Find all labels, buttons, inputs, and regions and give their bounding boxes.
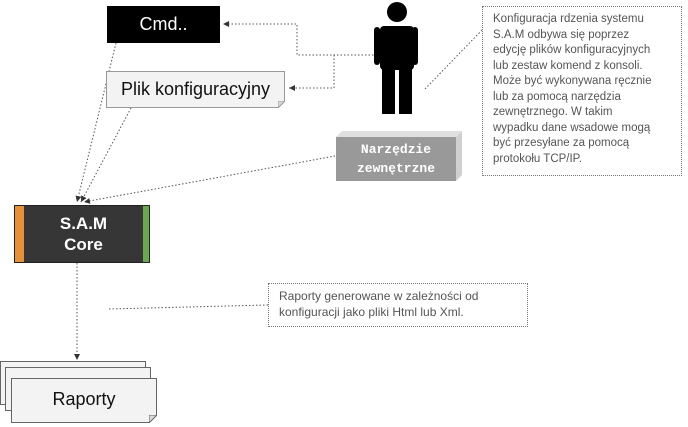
- config-file-label: Plik konfiguracyjny: [120, 79, 271, 99]
- external-tool-side-face: [456, 131, 462, 181]
- note-configuration-line: być przesyłane za pomocą: [493, 137, 630, 149]
- note-configuration-line: Konfiguracja rdzenia systemu: [493, 13, 644, 25]
- note-configuration-line: protokołu TCP/IP.: [493, 152, 583, 165]
- note-pointer-configuration: [423, 29, 483, 91]
- external-tool-label-line1: Narzędzie: [360, 142, 432, 157]
- note-configuration-line: lub zestaw komend z konsoli.: [493, 59, 643, 72]
- note-configuration-line: S.A.M odbywa się poprzez: [493, 28, 630, 41]
- core-label: S.A.M Core: [24, 206, 143, 262]
- note-reports-line: konfiguracji jako pliki Html lub Xml.: [279, 304, 464, 319]
- note-configuration-line: wypadku dane wsadowe mogą: [493, 121, 651, 134]
- core-label-line1: S.A.M: [59, 214, 108, 233]
- core-label-line2: Core: [64, 235, 103, 254]
- external-tool-label: Narzędzie zewnętrzne: [336, 137, 456, 181]
- user-person-icon: [374, 2, 418, 114]
- core-left-accent: [15, 206, 24, 262]
- sam-core-node: S.A.M Core: [14, 205, 150, 263]
- connector-person-to-cmd: [223, 21, 377, 56]
- cmd-node: Cmd..: [107, 6, 220, 43]
- note-pointer-reports: [107, 304, 269, 310]
- connector-cmd-to-core: [75, 42, 117, 203]
- report-sheet-front: Raporty: [11, 378, 157, 423]
- external-tool-node: Narzędzie zewnętrzne: [336, 131, 462, 181]
- note-configuration: Konfiguracja rdzenia systemu S.A.M odbyw…: [482, 6, 682, 176]
- cmd-label: Cmd..: [139, 13, 188, 34]
- reports-node: Raporty: [0, 361, 160, 423]
- external-tool-front-face: [336, 137, 456, 181]
- external-tool-label-line2: zewnętrzne: [356, 161, 435, 176]
- note-configuration-line: Może być wykonywana ręcznie: [493, 75, 652, 87]
- note-reports: Raporty generowane w zależności od konfi…: [268, 283, 528, 327]
- note-configuration-line: edycję plików konfiguracyjnych: [493, 44, 651, 56]
- external-tool-top-face: [336, 131, 462, 137]
- note-reports-line: Raporty generowane w zależności od: [279, 289, 479, 303]
- config-file-node: Plik konfiguracyjny: [106, 71, 285, 108]
- connector-person-to-config: [289, 55, 335, 91]
- connector-tool-to-core: [83, 155, 336, 204]
- reports-label: Raporty: [52, 389, 116, 409]
- note-configuration-line: lub za pomocą narzędzia: [493, 90, 621, 103]
- connector-config-to-core: [80, 107, 132, 203]
- config-file-fold: [278, 101, 285, 108]
- report-sheet-front-fold: [149, 415, 157, 423]
- note-configuration-line: zewnętrznego. W takim: [493, 106, 613, 118]
- core-right-accent: [143, 206, 149, 262]
